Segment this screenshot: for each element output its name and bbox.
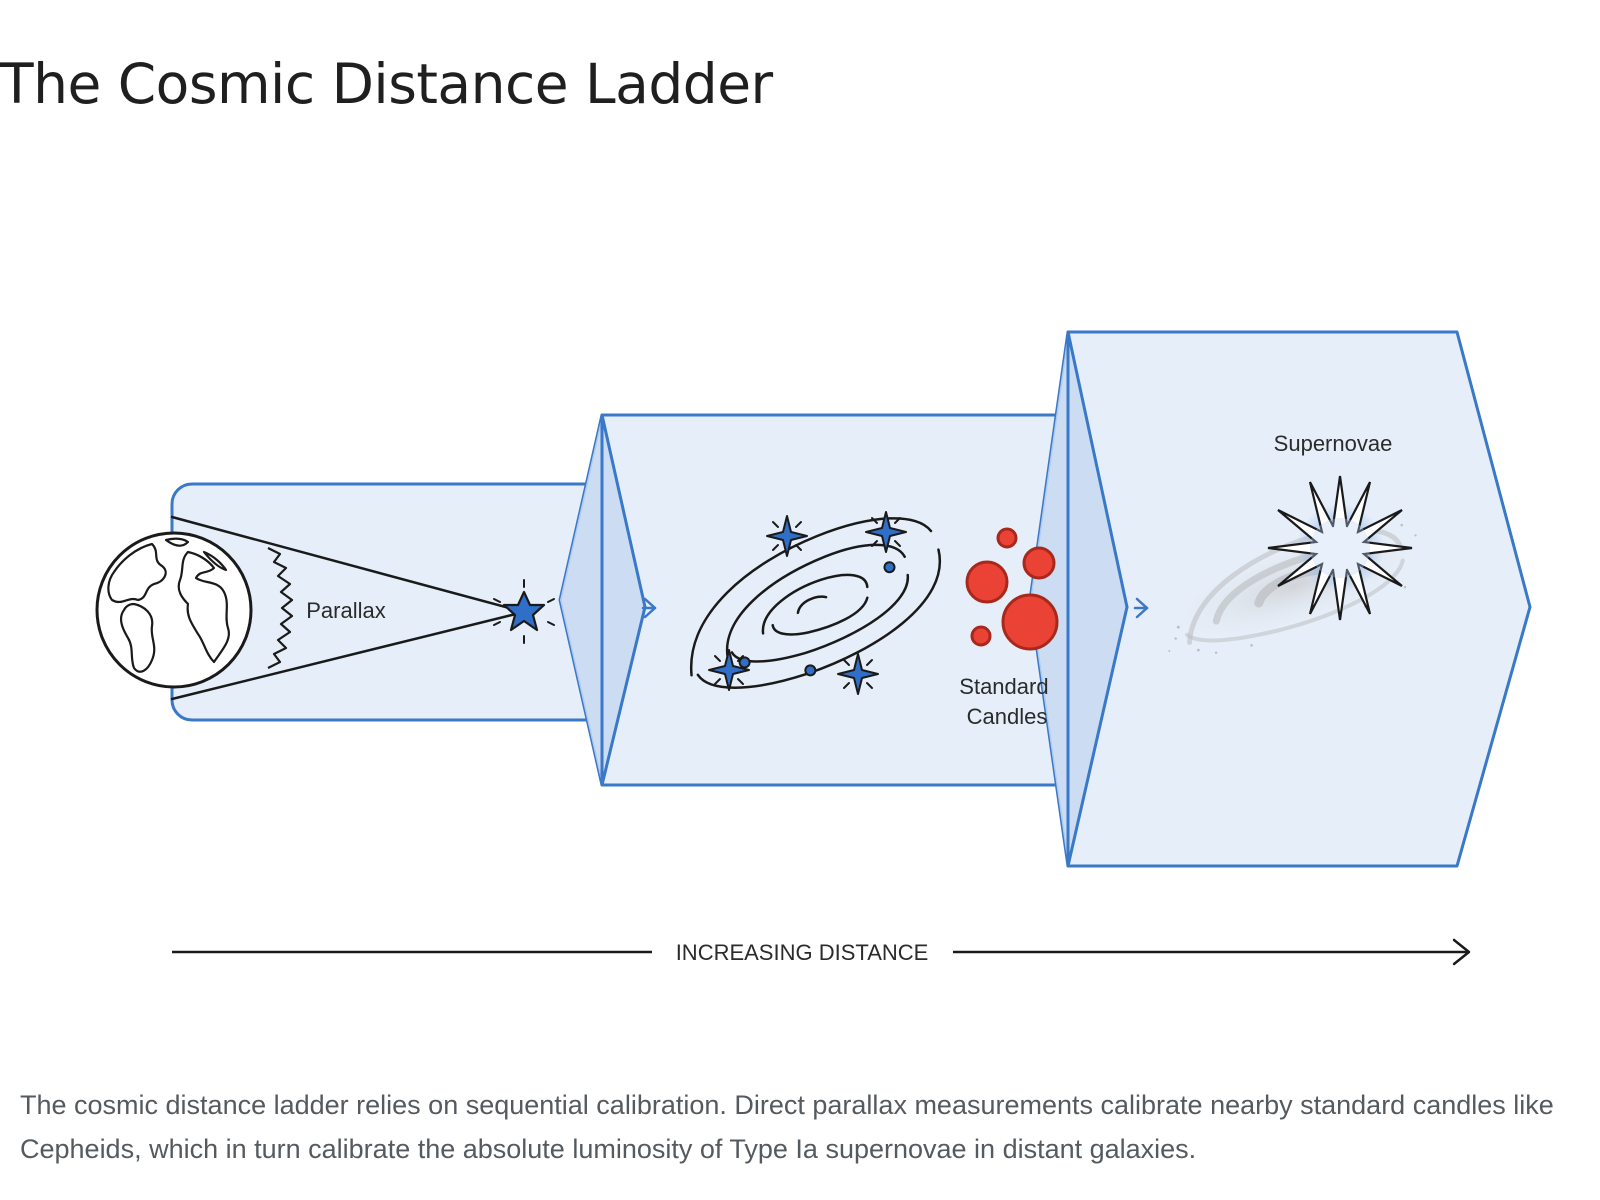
figure-caption: The cosmic distance ladder relies on seq… <box>20 1090 1554 1164</box>
chevron-right-icon <box>641 597 657 619</box>
sparkle-star-icon <box>708 649 750 691</box>
distance-axis-label: INCREASING DISTANCE <box>676 940 929 965</box>
parallax-label: Parallax <box>306 598 385 623</box>
sparkle-star-icon <box>837 653 879 695</box>
supernovae-label: Supernovae <box>1274 431 1393 456</box>
parallax-transition-wedge <box>560 413 647 787</box>
sparkle-star-icon <box>865 511 907 553</box>
distance-axis-arrow <box>172 938 1471 966</box>
star-icon <box>493 579 555 644</box>
standard-candles-label: Standard Candles <box>959 674 1054 729</box>
candles-transition-wedge <box>1030 330 1129 868</box>
chevron-right-icon <box>1133 597 1149 619</box>
parallax-sight-lines <box>170 515 526 701</box>
page-title: The Cosmic Distance Ladder <box>0 52 773 116</box>
supernova-burst-icon <box>1267 475 1413 621</box>
sun-icon <box>267 547 294 669</box>
sparkle-star-icon <box>766 515 808 557</box>
arrow-right-icon <box>1452 938 1471 966</box>
standard-candle-icon <box>965 527 1059 651</box>
earth-icon <box>95 531 253 689</box>
